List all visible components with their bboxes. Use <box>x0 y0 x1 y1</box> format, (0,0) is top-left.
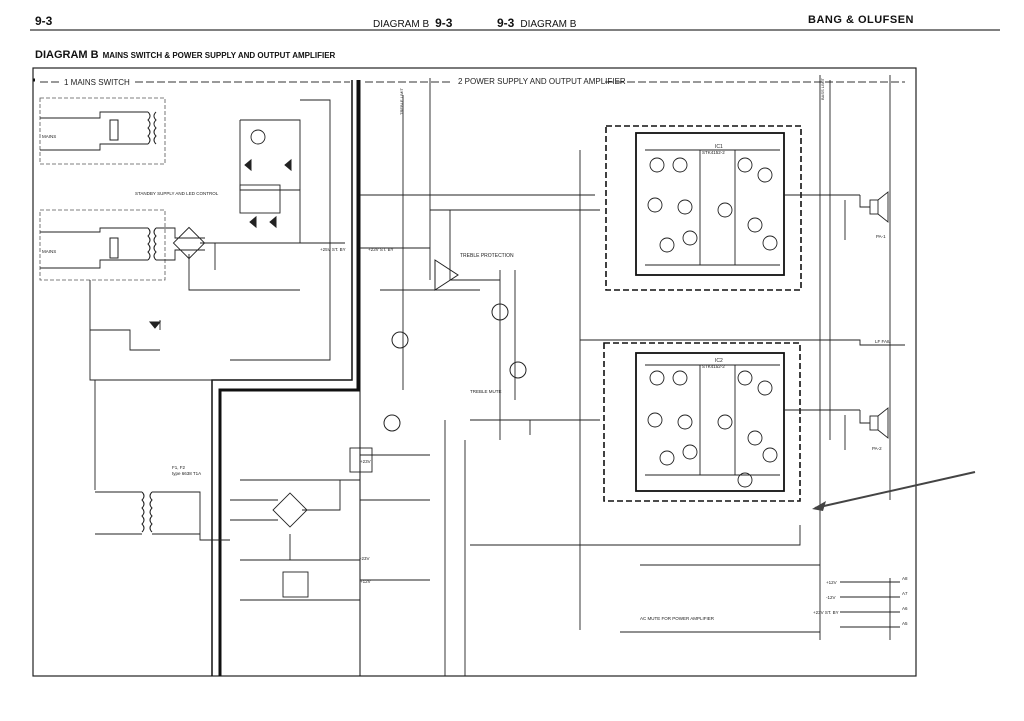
section-divider-1 <box>218 80 360 676</box>
treble-mute-label: TREBLE MUTE <box>470 389 502 394</box>
treble-limit-label: TREBLE LIMIT <box>399 88 404 115</box>
ic2-part-label: STK4152-2 <box>702 364 725 369</box>
treble-protection-label: TREBLE PROTECTION <box>460 253 514 259</box>
section-label-mains: 1 MAINS SWITCH <box>64 78 130 87</box>
lf-fail-label: LF FAIL <box>875 339 891 344</box>
ic1-part-label: STK4152-2 <box>702 150 725 155</box>
pin-a7-label: A7 <box>902 591 908 596</box>
page-number-left: 9-3 <box>35 14 53 28</box>
ic1-body <box>635 132 785 276</box>
annotation-arrow <box>814 471 976 509</box>
bass-limit-label: BASS LIMIT <box>820 77 825 100</box>
opamp-triangle <box>434 259 459 291</box>
section-label-power: 2 POWER SUPPLY AND OUTPUT AMPLIFIER <box>458 77 626 86</box>
speaker-pa2-label: PA-2 <box>872 446 882 451</box>
rail-p23-label: +23V <box>360 459 371 464</box>
rail-p23-standby-label: +23V ST. BY <box>813 610 839 615</box>
ic2-label: IC2 <box>715 358 723 364</box>
ic1-dashed-box <box>605 125 802 291</box>
outer-frame <box>32 67 917 677</box>
rail-p25-standby-label: +25V ST. BY <box>320 247 346 252</box>
mains-label-2: MAINS <box>42 249 56 254</box>
fuse-label: F1, F2 <box>172 465 186 470</box>
ac-mute-label: AC MUTE FOR POWER AMPLIFIER <box>640 616 715 621</box>
rail-m12-label: -12V <box>826 595 836 600</box>
rail-p12-label-2: +12V <box>360 579 371 584</box>
pin-a8-label: A8 <box>902 576 908 581</box>
ic2-body <box>635 352 785 492</box>
rail-p23-standby-label-2: +23V ST. BY <box>368 247 394 252</box>
ic1-label: IC1 <box>715 144 723 150</box>
rail-m23-label: -23V <box>360 556 370 561</box>
ic2-dashed-box <box>603 342 801 502</box>
brand-logo-text: BANG & OLUFSEN <box>808 14 914 26</box>
standby-label: STANDBY SUPPLY AND LED CONTROL <box>135 191 219 196</box>
fuse-type-label: type 6638 T1A <box>172 471 201 476</box>
pin-a5-label: A5 <box>902 621 908 626</box>
mains-label-1: MAINS <box>42 134 56 139</box>
speaker-pa1-label: PA-1 <box>876 234 886 239</box>
annotation-arrowhead <box>812 501 826 511</box>
rail-p12-label: +12V <box>826 580 837 585</box>
pin-a6-label: A6 <box>902 606 908 611</box>
